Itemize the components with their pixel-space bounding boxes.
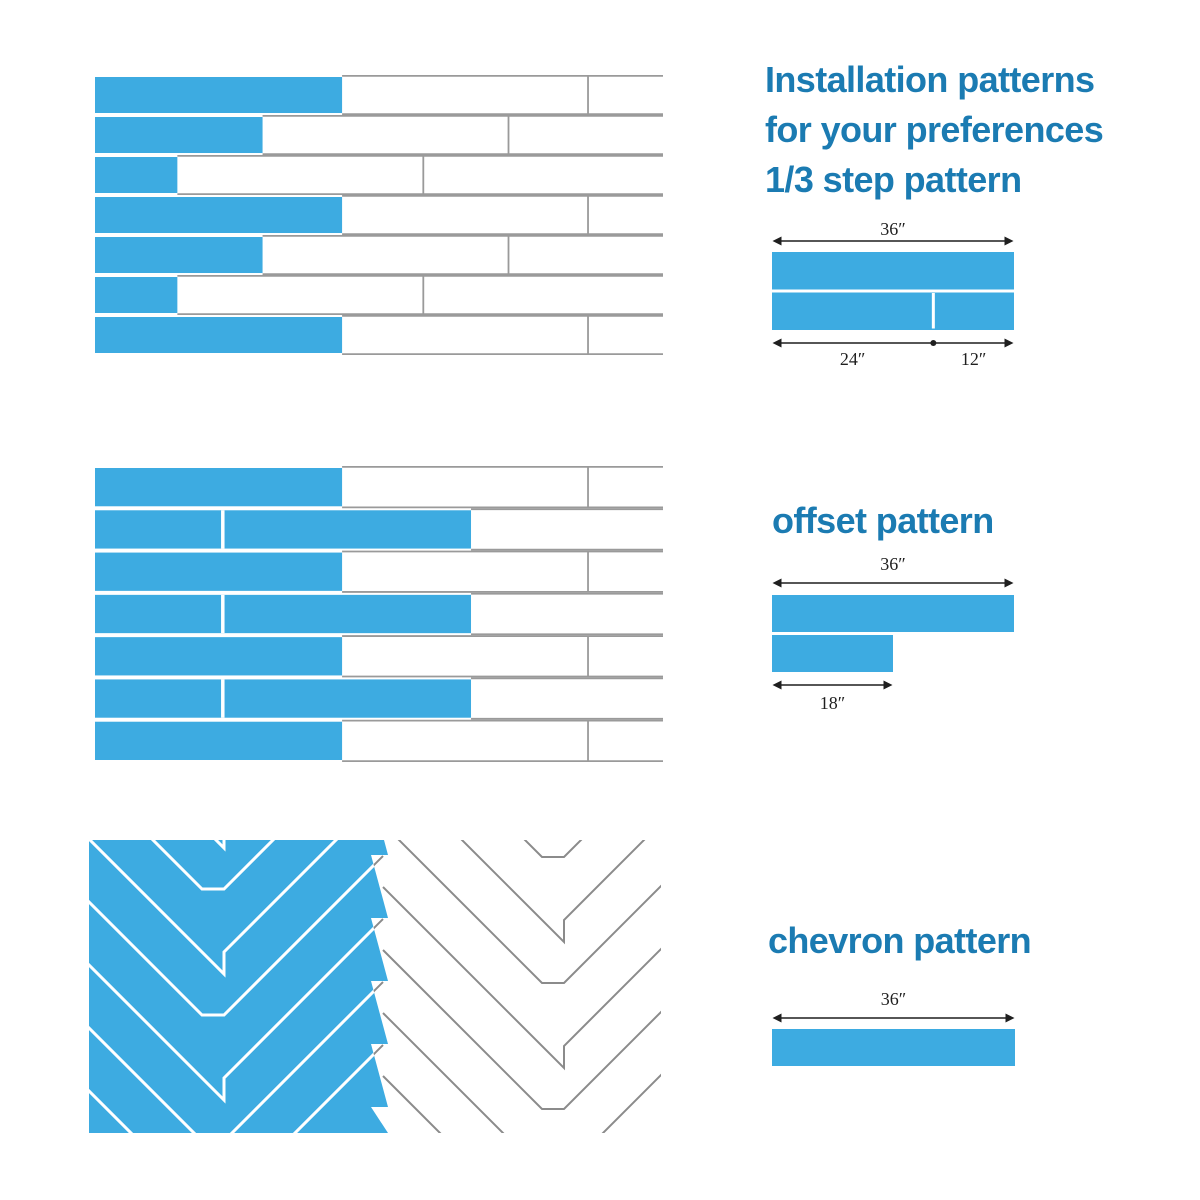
offset-dimension-diagram: 36″ 18″ <box>772 556 1014 713</box>
page-title: Installation patterns for your preferenc… <box>765 55 1104 205</box>
offset-pattern-label: offset pattern <box>772 500 994 541</box>
svg-text:36″: 36″ <box>881 989 907 1009</box>
svg-text:36″: 36″ <box>880 219 906 239</box>
chevron-dimension-diagram: 36″ <box>772 989 1015 1066</box>
offset-pattern-graphic <box>95 466 663 762</box>
svg-text:18″: 18″ <box>820 693 846 713</box>
chevron-pattern-graphic <box>89 840 661 1133</box>
svg-text:36″: 36″ <box>880 556 906 574</box>
step-dimension-diagram: 36″ 24″ 12″ <box>772 219 1014 369</box>
heading-line-3: 1/3 step pattern <box>765 159 1022 200</box>
chevron-pattern-label: chevron pattern <box>768 920 1032 961</box>
step-pattern-graphic <box>95 75 663 355</box>
heading-line-1: Installation patterns <box>765 59 1095 100</box>
heading-line-2: for your preferences <box>765 109 1104 150</box>
svg-text:24″: 24″ <box>840 349 866 369</box>
svg-text:12″: 12″ <box>961 349 987 369</box>
